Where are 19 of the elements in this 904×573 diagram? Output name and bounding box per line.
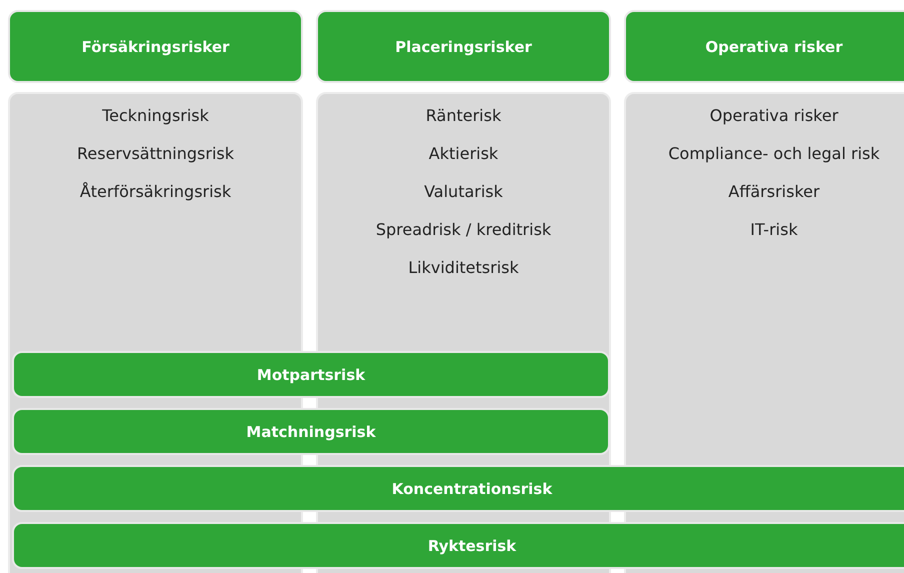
risk-item: Compliance- och legal risk — [668, 144, 880, 163]
risk-item: IT-risk — [750, 220, 798, 239]
risk-item: Spreadrisk / kreditrisk — [376, 220, 552, 239]
risk-item: Operativa risker — [710, 106, 838, 125]
risk-item: Ränterisk — [426, 106, 502, 125]
risk-band: Koncentrationsrisk — [12, 465, 904, 512]
risk-item: Återförsäkringsrisk — [80, 182, 232, 201]
risk-item: Aktierisk — [428, 144, 498, 163]
risk-item: Teckningsrisk — [102, 106, 209, 125]
category-header: Placeringsrisker — [316, 10, 611, 83]
risk-item: Likviditetsrisk — [408, 258, 519, 277]
risk-item: Affärsrisker — [728, 182, 820, 201]
risk-band: Matchningsrisk — [12, 408, 610, 455]
risk-band: Motpartsrisk — [12, 351, 610, 398]
risk-item: Valutarisk — [424, 182, 503, 201]
category-header: Operativa risker — [624, 10, 904, 83]
category-header: Försäkringsrisker — [8, 10, 303, 83]
risk-band: Ryktesrisk — [12, 522, 904, 569]
risk-item: Reservsättningsrisk — [77, 144, 234, 163]
